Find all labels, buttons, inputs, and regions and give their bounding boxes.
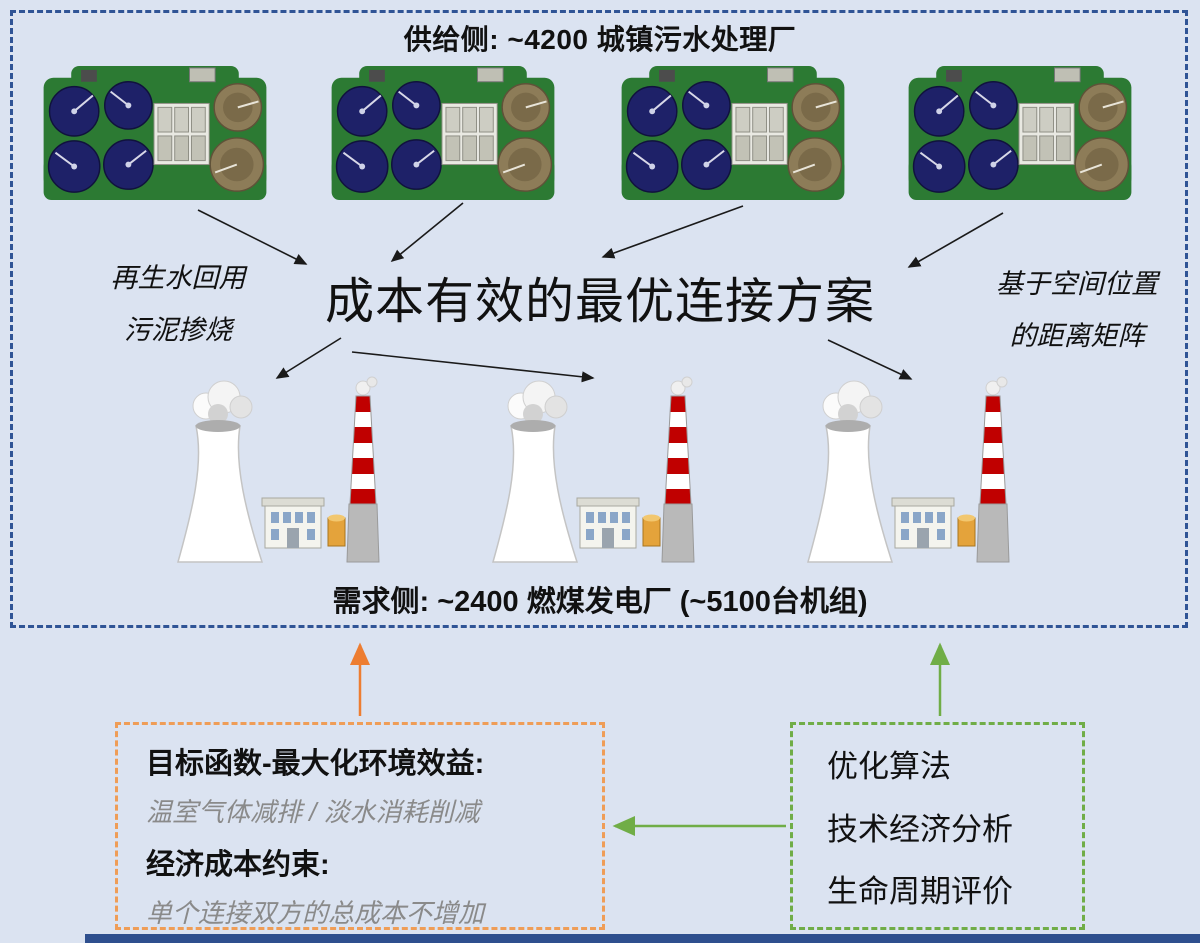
wastewater-plant-image	[330, 64, 556, 202]
method-item-lca: 生命周期评价	[827, 874, 1013, 909]
distance-note-line1: 基于空间位置	[996, 269, 1158, 299]
coal-power-plant-image	[160, 372, 390, 567]
wastewater-plant-image	[42, 64, 268, 202]
objective-detail: 温室气体减排 / 淡水消耗削减	[146, 797, 480, 827]
demand-side-count: : ~2400 燃煤发电厂 (~5100台机组)	[419, 586, 868, 618]
coal-power-plant-image	[790, 372, 1020, 567]
distance-note-line2: 的距离矩阵	[1009, 321, 1145, 351]
coal-power-plant-image	[475, 372, 705, 567]
reuse-note-line1: 再生水回用	[110, 263, 246, 293]
constraint-title: 经济成本约束:	[146, 849, 330, 881]
reuse-note: 再生水回用 污泥掺烧	[88, 252, 268, 356]
supply-side-title: 供给侧: ~4200 城镇污水处理厂	[0, 18, 1200, 58]
distance-matrix-note: 基于空间位置 的距离矩阵	[972, 258, 1182, 362]
wastewater-plant-image	[620, 64, 846, 202]
objective-constraint-box: 目标函数-最大化环境效益: 温室气体减排 / 淡水消耗削减 经济成本约束: 单个…	[115, 722, 605, 930]
supply-demand-box	[10, 10, 1188, 628]
methods-box: 优化算法 技术经济分析 生命周期评价	[790, 722, 1085, 930]
optimal-connection-title: 成本有效的最优连接方案	[324, 275, 875, 329]
bottom-accent-bar	[85, 934, 1200, 943]
method-item-optimization: 优化算法	[827, 749, 951, 784]
demand-side-label: 需求侧	[332, 586, 420, 618]
method-item-technoeconomic: 技术经济分析	[827, 811, 1013, 847]
demand-side-title: 需求侧: ~2400 燃煤发电厂 (~5100台机组)	[0, 578, 1200, 620]
constraint-detail: 单个连接双方的总成本不增加	[146, 898, 485, 928]
objective-title: 目标函数-最大化环境效益:	[146, 748, 485, 780]
supply-side-count: : ~4200 城镇污水处理厂	[489, 24, 797, 55]
wastewater-plant-image	[907, 64, 1133, 202]
supply-side-label: 供给侧	[403, 24, 490, 55]
reuse-note-line2: 污泥掺烧	[124, 315, 232, 345]
